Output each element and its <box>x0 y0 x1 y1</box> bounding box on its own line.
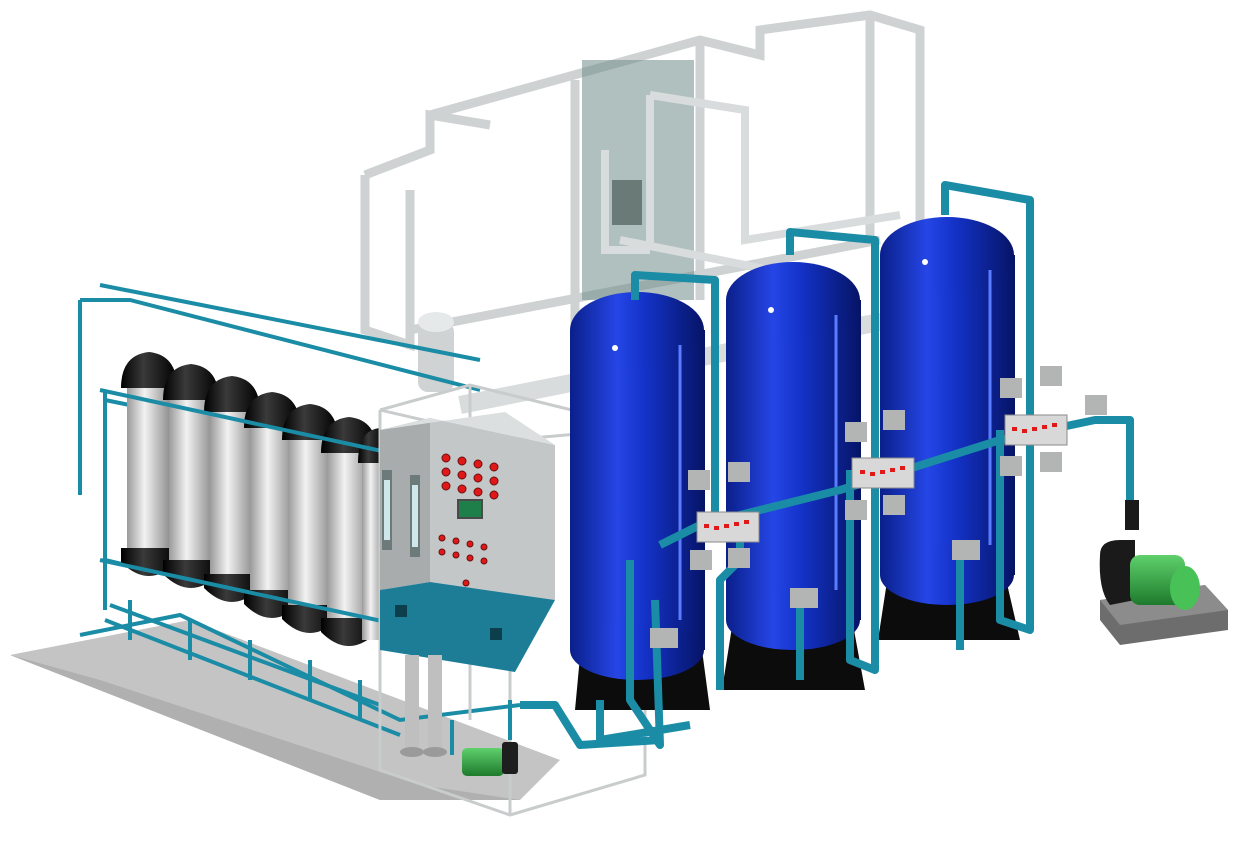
control-panel-icon <box>438 453 499 587</box>
filter-tank <box>570 292 710 710</box>
uf-front-piping <box>99 388 401 720</box>
valve-icon <box>650 462 760 648</box>
valve-icon <box>790 410 915 608</box>
uf-cartridge <box>282 404 338 633</box>
pump-icon <box>1099 500 1228 645</box>
uf-cartridge <box>244 392 300 618</box>
filter-tank <box>878 217 1020 640</box>
floor-slab-front <box>10 655 520 800</box>
valve-icon <box>952 366 1107 560</box>
floor-slab <box>10 620 560 800</box>
control-box-rear <box>612 180 642 225</box>
rear-piping <box>601 91 901 284</box>
uf-cartridge-bank <box>121 352 384 646</box>
uf-cartridge <box>163 364 219 588</box>
degasser-top <box>418 312 454 332</box>
uf-cartridge <box>204 376 260 602</box>
flowmeter <box>382 470 420 557</box>
pump-icon <box>450 700 518 776</box>
panel-display <box>457 499 483 519</box>
